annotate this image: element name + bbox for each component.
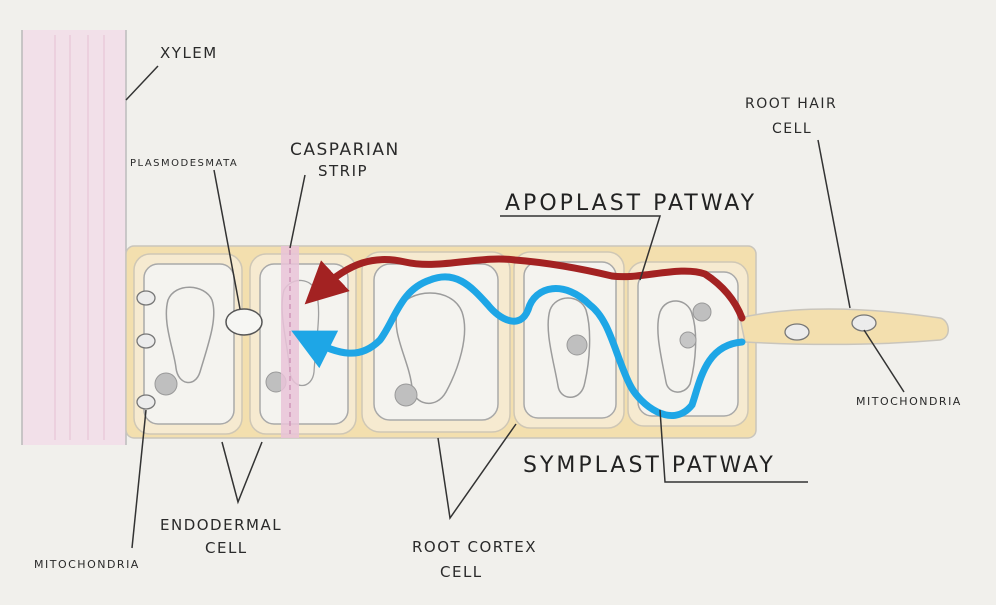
mitochondrion	[136, 290, 156, 306]
label-root-cortex-cell-1: ROOT CORTEX	[412, 538, 537, 556]
apoplast-pathway-arrow	[304, 255, 746, 322]
vacuole	[165, 286, 215, 384]
vacuole	[657, 300, 697, 393]
nucleus	[566, 334, 588, 356]
mitochondrion	[136, 333, 156, 349]
label-endodermal-cell-2: CELL	[205, 539, 248, 557]
casparian-leader	[289, 174, 306, 249]
label-root-hair-cell-1: ROOT HAIR	[745, 96, 837, 112]
label-xylem: XYLEM	[160, 44, 218, 62]
cortex-leader	[437, 423, 517, 520]
mitochondria-right-leader	[863, 329, 905, 393]
plasmodesmata-icon	[225, 308, 263, 336]
plasmodesmata-leader	[213, 169, 241, 310]
xylem-leader	[125, 65, 159, 101]
symplast-pathway-arrow	[291, 273, 746, 419]
endodermal-cell-left	[133, 253, 243, 435]
label-mitochondria-right: MITOCHONDRIA	[856, 395, 962, 408]
label-apoplast-pathway: APOPLAST PATWAY	[505, 191, 757, 216]
nucleus	[154, 372, 178, 396]
label-endodermal-cell-1: ENDODERMAL	[160, 516, 282, 534]
label-plasmodesmata: PLASMODESMATA	[130, 158, 238, 169]
mitochondrion	[136, 394, 156, 410]
nucleus	[692, 302, 712, 322]
label-root-hair-cell-2: CELL	[772, 121, 812, 137]
nucleus	[394, 383, 418, 407]
endodermal-leader	[221, 441, 263, 505]
symplast-leader	[659, 409, 808, 483]
label-casparian-strip-2: STRIP	[318, 162, 368, 180]
label-symplast-pathway: SYMPLAST PATWAY	[523, 453, 776, 478]
apoplast-leader	[500, 215, 662, 281]
vacuole	[395, 292, 466, 404]
root-cortex-cell-3	[627, 261, 749, 427]
root-hair-cell	[739, 308, 949, 346]
root-cortex-cell-1	[361, 251, 511, 433]
mitochondrion	[851, 314, 877, 332]
mitochondrion	[784, 323, 810, 341]
root-cortex-cell-2	[513, 251, 625, 429]
nucleus	[679, 331, 697, 349]
mitochondria-left-leader	[131, 409, 147, 549]
label-root-cortex-cell-2: CELL	[440, 563, 483, 581]
label-mitochondria-left: MITOCHONDRIA	[34, 558, 140, 571]
xylem-vessel	[21, 30, 127, 445]
label-casparian-strip-1: CASPARIAN	[290, 140, 400, 160]
root-hair-leader	[817, 139, 851, 309]
